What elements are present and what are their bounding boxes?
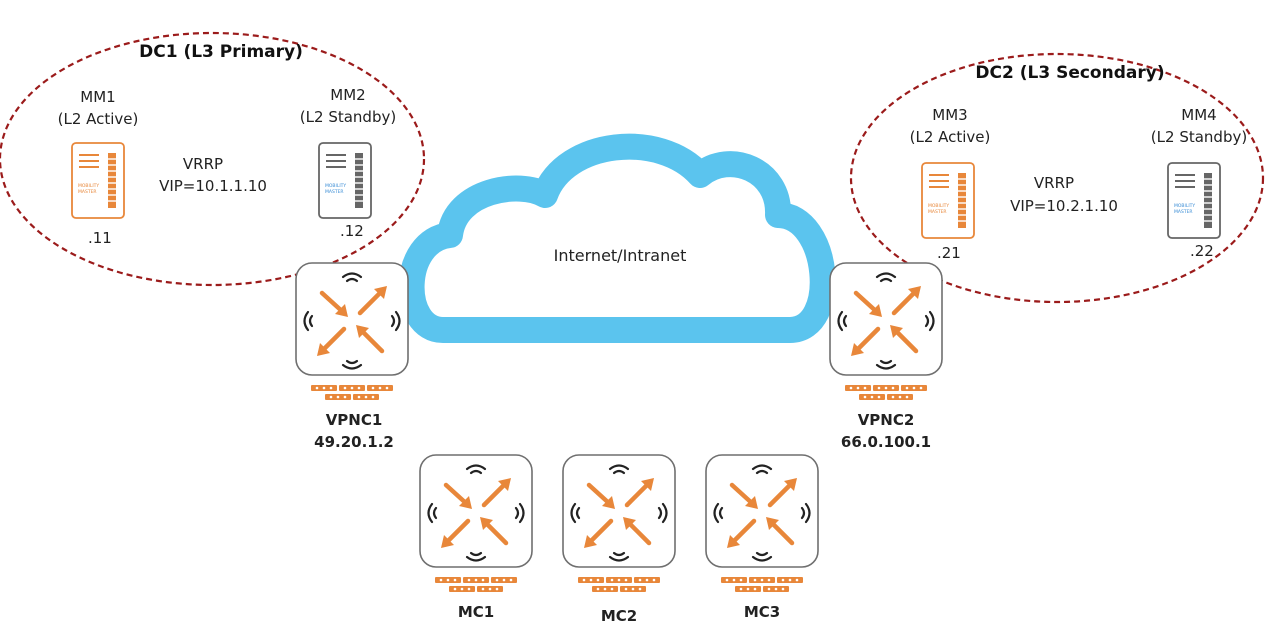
vpnc1-controller-icon	[296, 263, 408, 400]
mm2-badge-line2: MASTER	[325, 189, 344, 195]
vpnc2-controller-icon	[830, 263, 942, 400]
mm2-role: (L2 Standby)	[299, 108, 397, 126]
mm3-badge-line1: MOBILITY	[928, 203, 949, 209]
mm3-name: MM3	[932, 106, 968, 124]
cloud-label: Internet/Intranet	[553, 246, 687, 265]
mc2-controller-icon	[563, 455, 675, 592]
mm1-role: (L2 Active)	[57, 110, 139, 128]
dc1-vrrp-label: VRRP	[182, 155, 224, 173]
mm1-host: .11	[88, 229, 112, 247]
mc2-name: MC2	[600, 607, 638, 625]
dc1-vip-label: VIP=10.1.1.10	[159, 177, 267, 195]
mm4-badge-line1: MOBILITY	[1174, 203, 1195, 209]
dc2-vrrp-label: VRRP	[1033, 174, 1075, 192]
vpnc1-name: VPNC1	[325, 411, 383, 429]
mm4-badge-line2: MASTER	[1174, 209, 1193, 215]
mm2-name: MM2	[330, 86, 366, 104]
dc2-title: DC2 (L3 Secondary)	[975, 63, 1165, 83]
vpnc2-name: VPNC2	[857, 411, 915, 429]
dc2-boundary	[849, 52, 1265, 304]
mc3-controller-icon	[706, 455, 818, 592]
mc1-controller-icon	[420, 455, 532, 592]
vpnc1-ip: 49.20.1.2	[314, 433, 394, 451]
mm3-role: (L2 Active)	[909, 128, 991, 146]
mm2-host: .12	[340, 222, 364, 240]
mm4-name: MM4	[1181, 106, 1217, 124]
mm2-badge-line1: MOBILITY	[325, 183, 346, 189]
dc2-vip-label: VIP=10.2.1.10	[1010, 197, 1118, 215]
mm1-name: MM1	[80, 88, 116, 106]
mm2-server-icon: MOBILITY MASTER	[318, 142, 372, 219]
mm1-badge-line2: MASTER	[78, 189, 97, 195]
mc3-name: MC3	[743, 603, 781, 621]
mm1-badge-line1: MOBILITY	[78, 183, 99, 189]
dc1-boundary	[0, 31, 426, 287]
cloud-icon	[398, 133, 836, 343]
vpnc2-ip: 66.0.100.1	[840, 433, 932, 451]
dc1-title: DC1 (L3 Primary)	[139, 42, 303, 62]
mm4-host: .22	[1190, 242, 1214, 260]
mc1-name: MC1	[457, 603, 495, 621]
mm3-badge-line2: MASTER	[928, 209, 947, 215]
mm4-server-icon: MOBILITY MASTER	[1167, 162, 1221, 239]
mm4-role: (L2 Standby)	[1150, 128, 1248, 146]
mm3-server-icon: MOBILITY MASTER	[921, 162, 975, 239]
mm3-host: .21	[937, 244, 961, 262]
mm1-server-icon: MOBILITY MASTER	[71, 142, 125, 219]
